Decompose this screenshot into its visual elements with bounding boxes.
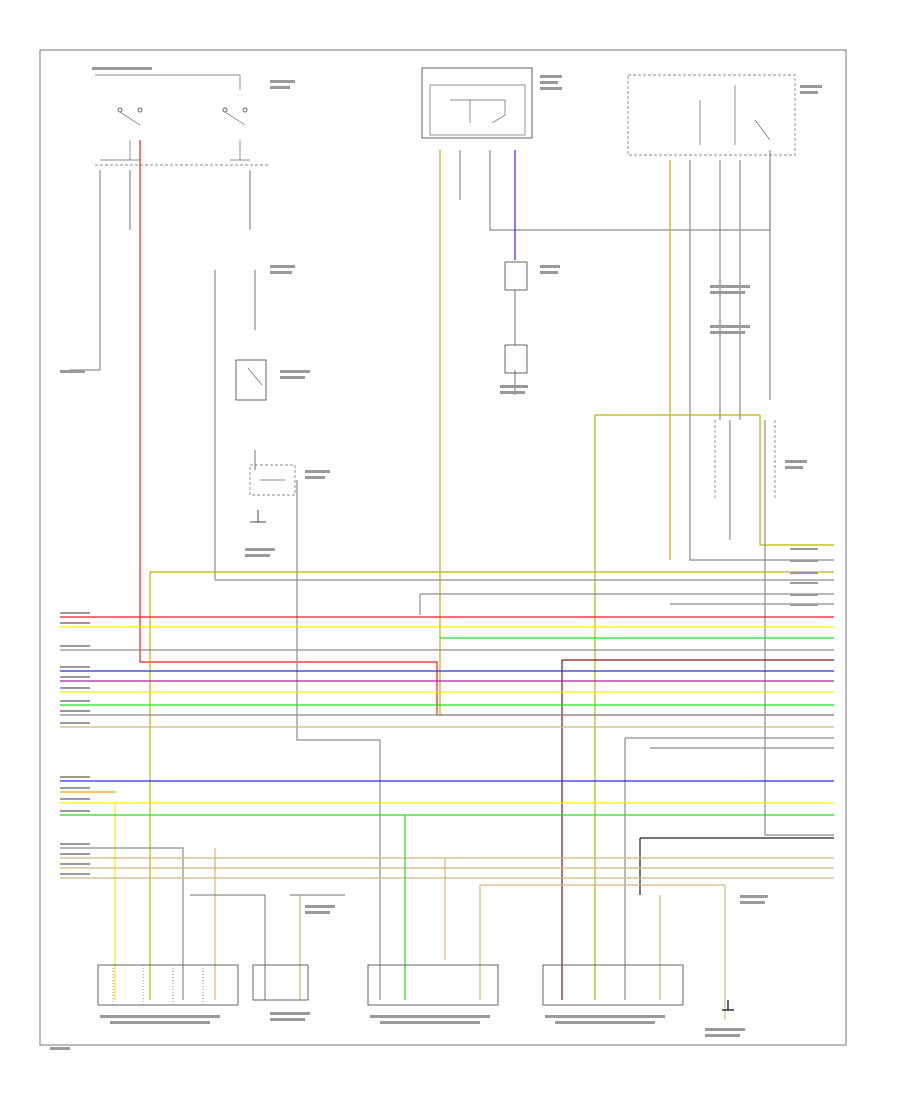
- wire-layer: [60, 140, 834, 1020]
- module-center: [367, 964, 499, 1006]
- wire-gray-ignition: [70, 170, 101, 371]
- wire-olive-bus: [149, 571, 834, 1000]
- module-left: [97, 964, 239, 1006]
- wire-gray-right: [689, 160, 834, 561]
- wire-gray-conn: [729, 420, 834, 836]
- wire-gray-switch: [296, 480, 381, 1000]
- diagram-frame: [39, 49, 847, 1046]
- wire-tan-drop2: [444, 858, 725, 1000]
- control-module-box: [627, 74, 796, 156]
- module-right: [542, 964, 684, 1006]
- intermediate-relay: [235, 359, 267, 401]
- wire-tan-drop3: [659, 885, 726, 1020]
- fuse-block: [504, 261, 528, 374]
- wire-yellow-h3: [60, 802, 834, 1000]
- wire-olive-conn: [595, 414, 834, 546]
- label-marks: [50, 67, 822, 1050]
- module-small: [252, 964, 309, 1001]
- ignition-switch-left: [95, 74, 241, 161]
- ground-symbols: [250, 510, 734, 1011]
- wire-dark-red-h1: [561, 659, 834, 1000]
- wire-olive-right: [594, 160, 671, 1000]
- wire-gray-drop4: [190, 894, 345, 1000]
- wire-gray-relay-out: [459, 150, 771, 231]
- right-connector: [714, 420, 776, 500]
- ignition-switch-right: [222, 107, 250, 161]
- relay-box: [421, 67, 533, 139]
- components: [50, 67, 822, 1050]
- wire-gray-bus2: [419, 593, 834, 615]
- wire-gray-relay: [214, 270, 256, 580]
- wire-black-h1: [639, 837, 834, 895]
- wire-tan-drop1: [214, 848, 301, 1000]
- wire-gray-h5: [60, 847, 184, 1000]
- wire-gray-h3: [624, 737, 834, 1000]
- switch-contact: [249, 464, 296, 496]
- wire-gray-col2: [129, 170, 251, 230]
